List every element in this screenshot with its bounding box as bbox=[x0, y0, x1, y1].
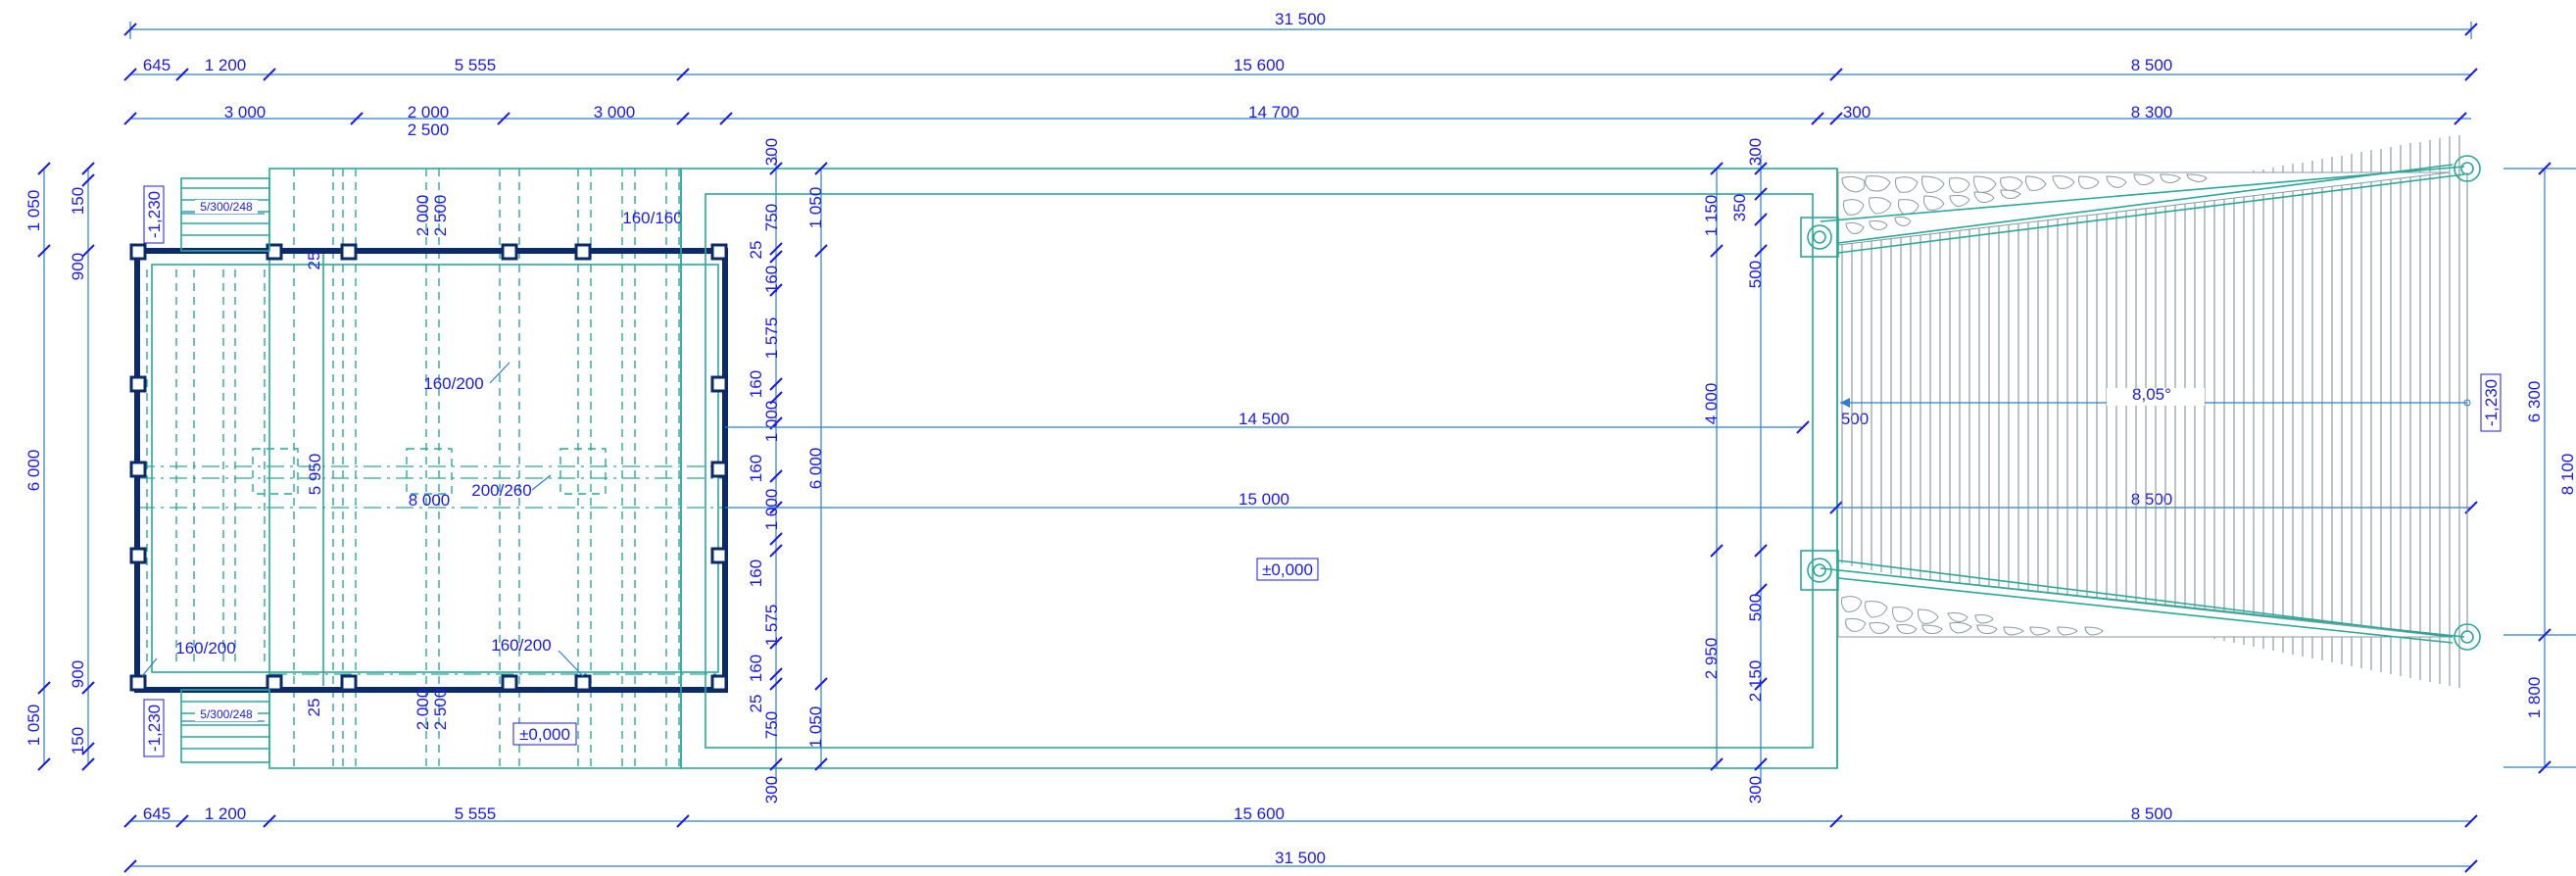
dim-r2-645: 645 bbox=[143, 56, 170, 74]
dim-r2-15600: 15 600 bbox=[1234, 56, 1285, 74]
dim-pr-500b: 500 bbox=[1746, 594, 1765, 621]
dim-pool-160a: 160 bbox=[762, 266, 781, 293]
ramp-hatch bbox=[1841, 135, 2468, 688]
ramp-area: 8,05° -1,230 bbox=[1800, 135, 2502, 688]
dim-pool-750b: 750 bbox=[762, 711, 781, 739]
level-right: -1,230 bbox=[2482, 379, 2501, 426]
dim-r3-14700: 14 700 bbox=[1248, 103, 1299, 122]
dim-pool-160c: 160 bbox=[747, 455, 765, 482]
dim-r3-3000b: 3 000 bbox=[594, 103, 636, 122]
dim-pool-25b: 25 bbox=[747, 695, 765, 713]
dim-r2-5555: 5 555 bbox=[455, 56, 497, 74]
dim-pr-300b: 300 bbox=[1746, 776, 1765, 803]
stair-label-bottom: 5/300/248 bbox=[200, 707, 253, 721]
dim-perg-2000a: 2 000 bbox=[413, 195, 432, 237]
dim-perg-2500a: 2 500 bbox=[431, 195, 450, 237]
beam-label-center: 200/260 bbox=[471, 481, 531, 500]
dim-15000: 15 000 bbox=[1239, 490, 1289, 509]
dim-pool-1050a: 1 050 bbox=[806, 187, 825, 229]
beam-label-top: 160/160 bbox=[622, 209, 682, 227]
dim-pool-1050b: 1 050 bbox=[806, 706, 825, 749]
level-deck: ±0,000 bbox=[519, 725, 570, 744]
dim-pool-1575a: 1 575 bbox=[762, 317, 781, 360]
dim-8500-mid: 8 500 bbox=[2131, 490, 2173, 509]
dim-14500: 14 500 bbox=[1239, 410, 1289, 428]
ramp-angle: 8,05° bbox=[2132, 385, 2171, 404]
level-top-left: -1,230 bbox=[145, 191, 164, 238]
dim-8000: 8 000 bbox=[409, 491, 451, 510]
level-pool: ±0,000 bbox=[1262, 560, 1313, 579]
dim-b-645: 645 bbox=[143, 804, 170, 823]
dim-left-150b: 150 bbox=[69, 727, 87, 754]
dim-left-900a: 900 bbox=[69, 253, 87, 280]
dim-500-mid: 500 bbox=[1841, 410, 1869, 428]
dim-pr-2150: 2 150 bbox=[1746, 660, 1765, 703]
dim-pr-2950: 2 950 bbox=[1702, 638, 1721, 680]
left-dimensions: 1 050 6 000 1 050 150 900 900 150 bbox=[24, 162, 95, 771]
dim-r3-2000: 2 000 bbox=[408, 103, 450, 122]
dim-perg-2500b: 2 500 bbox=[431, 689, 450, 731]
dim-r3-3000a: 3 000 bbox=[224, 103, 267, 122]
dim-pool-160d: 160 bbox=[747, 560, 765, 587]
dim-total-bottom: 31 500 bbox=[1275, 849, 1326, 867]
dim-left-1050b: 1 050 bbox=[24, 705, 43, 747]
dim-right-6300: 6 300 bbox=[2525, 381, 2544, 423]
dim-r3-2500: 2 500 bbox=[408, 121, 450, 139]
dim-r3-8300: 8 300 bbox=[2131, 103, 2173, 122]
beam-label-mid: 160/200 bbox=[423, 374, 483, 393]
stair-label-top: 5/300/248 bbox=[200, 200, 253, 214]
dim-b-8500: 8 500 bbox=[2131, 804, 2173, 823]
dim-perg-25b: 25 bbox=[305, 699, 323, 717]
dim-perg-5950: 5 950 bbox=[306, 454, 324, 496]
dim-b-5555: 5 555 bbox=[455, 804, 497, 823]
dim-pool-160b: 160 bbox=[747, 370, 765, 398]
dim-pool-300a: 300 bbox=[762, 138, 781, 166]
level-bottom-left: -1,230 bbox=[145, 705, 164, 752]
dim-perg-25a: 25 bbox=[305, 252, 323, 270]
right-dimensions: 6 300 1 800 8 100 bbox=[2503, 162, 2576, 774]
dim-left-6000: 6 000 bbox=[24, 450, 43, 492]
dim-pr-300a: 300 bbox=[1746, 138, 1765, 166]
dim-left-1050a: 1 050 bbox=[24, 190, 43, 232]
bottom-dimension-rows: 645 1 200 5 555 15 600 8 500 31 500 bbox=[123, 804, 2478, 873]
dim-total-top: 31 500 bbox=[1275, 10, 1326, 28]
dim-left-900b: 900 bbox=[69, 660, 87, 688]
dim-b-1200: 1 200 bbox=[205, 804, 247, 823]
dim-pr-350: 350 bbox=[1730, 194, 1749, 221]
dim-pool-1000a: 1 000 bbox=[762, 401, 781, 443]
beam-label-bm: 160/200 bbox=[491, 636, 551, 655]
dim-left-150a: 150 bbox=[69, 187, 87, 215]
dim-pool-25a: 25 bbox=[747, 241, 765, 260]
dim-right-8100: 8 100 bbox=[2558, 454, 2576, 496]
dim-perg-2000b: 2 000 bbox=[413, 689, 432, 731]
dim-pool-6000: 6 000 bbox=[806, 448, 825, 490]
dim-pool-1000b: 1 000 bbox=[762, 489, 781, 531]
pergola-frame bbox=[134, 248, 728, 693]
dim-pool-160e: 160 bbox=[747, 655, 765, 682]
deck-area: 5/300/248 5/300/248 -1,230 -1,230 160/16… bbox=[129, 168, 728, 769]
dim-pool-300b: 300 bbox=[762, 776, 781, 803]
dim-r3-300: 300 bbox=[1843, 103, 1871, 122]
dim-r2-8500: 8 500 bbox=[2131, 56, 2173, 74]
dim-pool-1575b: 1 575 bbox=[762, 605, 781, 647]
dim-pr-4000: 4 000 bbox=[1702, 383, 1721, 425]
dim-pr-500a: 500 bbox=[1746, 261, 1765, 288]
dim-right-1800: 1 800 bbox=[2525, 677, 2544, 719]
dim-b-15600: 15 600 bbox=[1234, 804, 1285, 823]
beam-label-bl: 160/200 bbox=[175, 639, 235, 657]
top-dimension-rows: 31 500 645 1 200 5 555 15 600 8 500 bbox=[123, 10, 2478, 139]
post bbox=[129, 243, 147, 261]
dim-r2-1200: 1 200 bbox=[205, 56, 247, 74]
dim-pool-750a: 750 bbox=[762, 204, 781, 231]
pool-area: 300 750 25 160 1 575 160 1 000 160 1 000… bbox=[680, 138, 2478, 803]
dim-pr-1150: 1 150 bbox=[1702, 195, 1721, 237]
